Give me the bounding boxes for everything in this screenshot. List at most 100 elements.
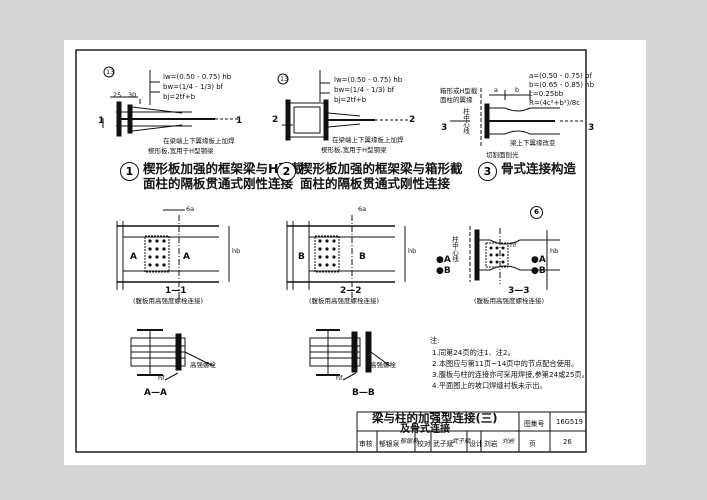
section-1-1-left-label: A — [130, 252, 137, 262]
page-value: 26 — [563, 438, 572, 446]
section-3-3-col-axis: 柱中心线 — [450, 236, 459, 262]
section-3-3-callout: 6 — [530, 206, 543, 219]
section-1-1-right-label: A — [183, 252, 190, 262]
caption-1-line-2: 面柱的隔板贯通式刚性连接 — [143, 176, 294, 191]
detail-2-formula-2: bw=(1/4 - 1/3) bf — [334, 86, 395, 94]
section-3-3-left-label-2: ●B — [436, 266, 451, 276]
section-2-2-subtitle: (腹板用高强度螺栓连接) — [309, 297, 380, 305]
section-3-3-title: 3—3 — [508, 286, 530, 296]
detail-2-note-a: 在梁端上下翼缘板上加焊 — [332, 136, 404, 144]
section-3-3-right-label: ●A — [531, 255, 546, 265]
detail-2-formula-3: bj=2tf+b — [334, 96, 367, 104]
section-b-b-drawing — [309, 329, 391, 381]
detail-1-note-b: 楔形板,宽用于H型钢梁 — [148, 147, 214, 155]
detail-1-drawing — [102, 70, 238, 137]
detail-1-circle-label: 13 — [106, 68, 115, 76]
review-signature: 郁银泉 — [400, 438, 419, 445]
detail-2-cut-mark-right: 2 — [409, 115, 416, 125]
drawing-title-line-1: 梁与柱的加强型连接(三) — [372, 411, 498, 425]
section-a-a-title: A—A — [144, 388, 167, 398]
section-3-3-hf: hf — [510, 241, 517, 249]
review-label: 审核 — [359, 440, 373, 448]
section-1-1-hb: hb — [232, 247, 241, 255]
detail-2-circle-label: 13 — [280, 75, 289, 83]
detail-3-cut-mark-left: 3 — [441, 123, 448, 133]
section-3-3-hb: hb — [550, 247, 559, 255]
section-a-a-hf: hf — [158, 374, 165, 382]
detail-2-callout-circle — [277, 73, 289, 85]
caption-3-line-1: 骨式连接构造 — [501, 161, 577, 176]
detail-3-drawing — [450, 88, 584, 148]
caption-2-line-1: 楔形板加强的框架梁与箱形截 — [300, 161, 463, 176]
detail-3-dim-b: b — [515, 86, 520, 94]
section-b-b-bolt-label: 高强螺栓 — [370, 361, 396, 369]
check-label: 校对 — [417, 440, 431, 448]
check-signature: 武子斌 — [452, 438, 471, 445]
detail-1-note-a: 在梁端上下翼缘板上加焊 — [163, 137, 235, 145]
section-2-2-drawing — [286, 215, 406, 300]
review-name: 郁银泉 — [379, 440, 400, 448]
detail-3-label-top: 箱形或H型截 — [440, 87, 478, 95]
detail-1-dim-2: 30 — [128, 91, 137, 99]
detail-1-formula-2: bw=(1/4 - 1/3) bf — [163, 83, 224, 91]
notes-heading: 注: — [430, 336, 440, 345]
section-1-1-subtitle: (腹板用高强度螺栓连接) — [133, 297, 204, 305]
caption-1-line-1: 楔形板加强的框架梁与H形截 — [143, 161, 304, 176]
detail-2-drawing — [282, 70, 410, 141]
note-item: 1.同第24页的注1、注2。 — [432, 348, 515, 357]
section-3-3-left-label: ●A — [436, 255, 451, 265]
detail-3-formula-2: b=(0.65 - 0.85) hb — [529, 81, 595, 89]
section-2-2-hb: hb — [408, 247, 417, 255]
design-name: 刘岩 — [484, 440, 498, 448]
section-1-1-callout: 6a — [186, 205, 195, 213]
section-1-1-drawing — [116, 209, 230, 300]
design-signature: 刘岩 — [502, 438, 515, 445]
section-3-3-bolts — [489, 246, 505, 264]
note-item: 4.平面图上的坡口焊缝衬板未示出。 — [432, 381, 547, 390]
page-label: 页 — [529, 440, 536, 448]
section-b-b-hf: hf — [336, 374, 343, 382]
check-name: 武子斌 — [433, 440, 454, 448]
design-label: 设计 — [469, 440, 483, 448]
detail-1-cut-mark-right: 1 — [236, 116, 243, 126]
section-2-2-right-label: B — [359, 252, 366, 262]
detail-3-col-axis: 柱中心线 — [461, 108, 470, 134]
note-item: 3.腹板与柱的连接亦可采用焊接,参第24或25页。 — [432, 370, 589, 379]
detail-3-formula-1: a=(0.50 - 0.75) bf — [529, 72, 592, 80]
section-b-b-title: B—B — [352, 388, 375, 398]
section-2-2-left-label: B — [298, 252, 305, 262]
detail-1-formula-1: lw=(0.50 - 0.75) hb — [163, 73, 232, 81]
section-a-a-drawing — [130, 329, 214, 381]
detail-3-cut-mark-right: 3 — [588, 123, 595, 133]
section-2-2-bolts — [318, 239, 336, 267]
detail-3-label-top-2: 面柱的翼缘 — [440, 96, 473, 104]
caption-2-line-2: 面柱的隔板贯通式刚性连接 — [300, 176, 451, 191]
drawing-title-line-2: 及骨式连接 — [400, 424, 450, 435]
section-1-1-title: 1—1 — [165, 286, 187, 296]
section-3-3-right-label-2: ●B — [531, 266, 546, 276]
detail-3-formula-4: R=(4c²+b²)/8c — [529, 99, 581, 107]
detail-3-formula-3: c=0.25bb — [529, 90, 564, 98]
detail-2-note-b: 楔形板,宽用于H型钢梁 — [321, 146, 387, 154]
detail-1-formula-3: bj=2tf+b — [163, 93, 196, 101]
caption-2-number: 2 — [277, 162, 296, 181]
section-3-3-subtitle: (腹板用高强度螺栓连接) — [474, 297, 545, 305]
caption-3-number: 3 — [478, 162, 497, 181]
detail-3-dim-a: a — [494, 86, 498, 94]
frame-border — [75, 49, 587, 453]
detail-1-callout-circle — [103, 66, 115, 78]
section-a-a-bolt-label: 高强螺栓 — [190, 361, 216, 369]
atlas-value: 16G519 — [556, 418, 583, 426]
detail-3-note-b: 切割面刨光 — [486, 151, 519, 159]
detail-2-formula-1: lw=(0.50 - 0.75) hb — [334, 76, 403, 84]
section-2-2-title: 2—2 — [340, 286, 362, 296]
atlas-label: 图集号 — [524, 420, 545, 428]
title-block-lines — [356, 411, 586, 452]
detail-1-dim-1: 25 — [113, 91, 122, 99]
detail-1-cut-mark-left: 1 — [98, 116, 105, 126]
note-item: 2.本图应与第11页~14页中的节点配合使用。 — [432, 359, 579, 368]
caption-1-number: 1 — [120, 162, 139, 181]
detail-3-note-a: 梁上下翼缘改变 — [510, 139, 556, 147]
detail-2-cut-mark-left: 2 — [272, 115, 279, 125]
